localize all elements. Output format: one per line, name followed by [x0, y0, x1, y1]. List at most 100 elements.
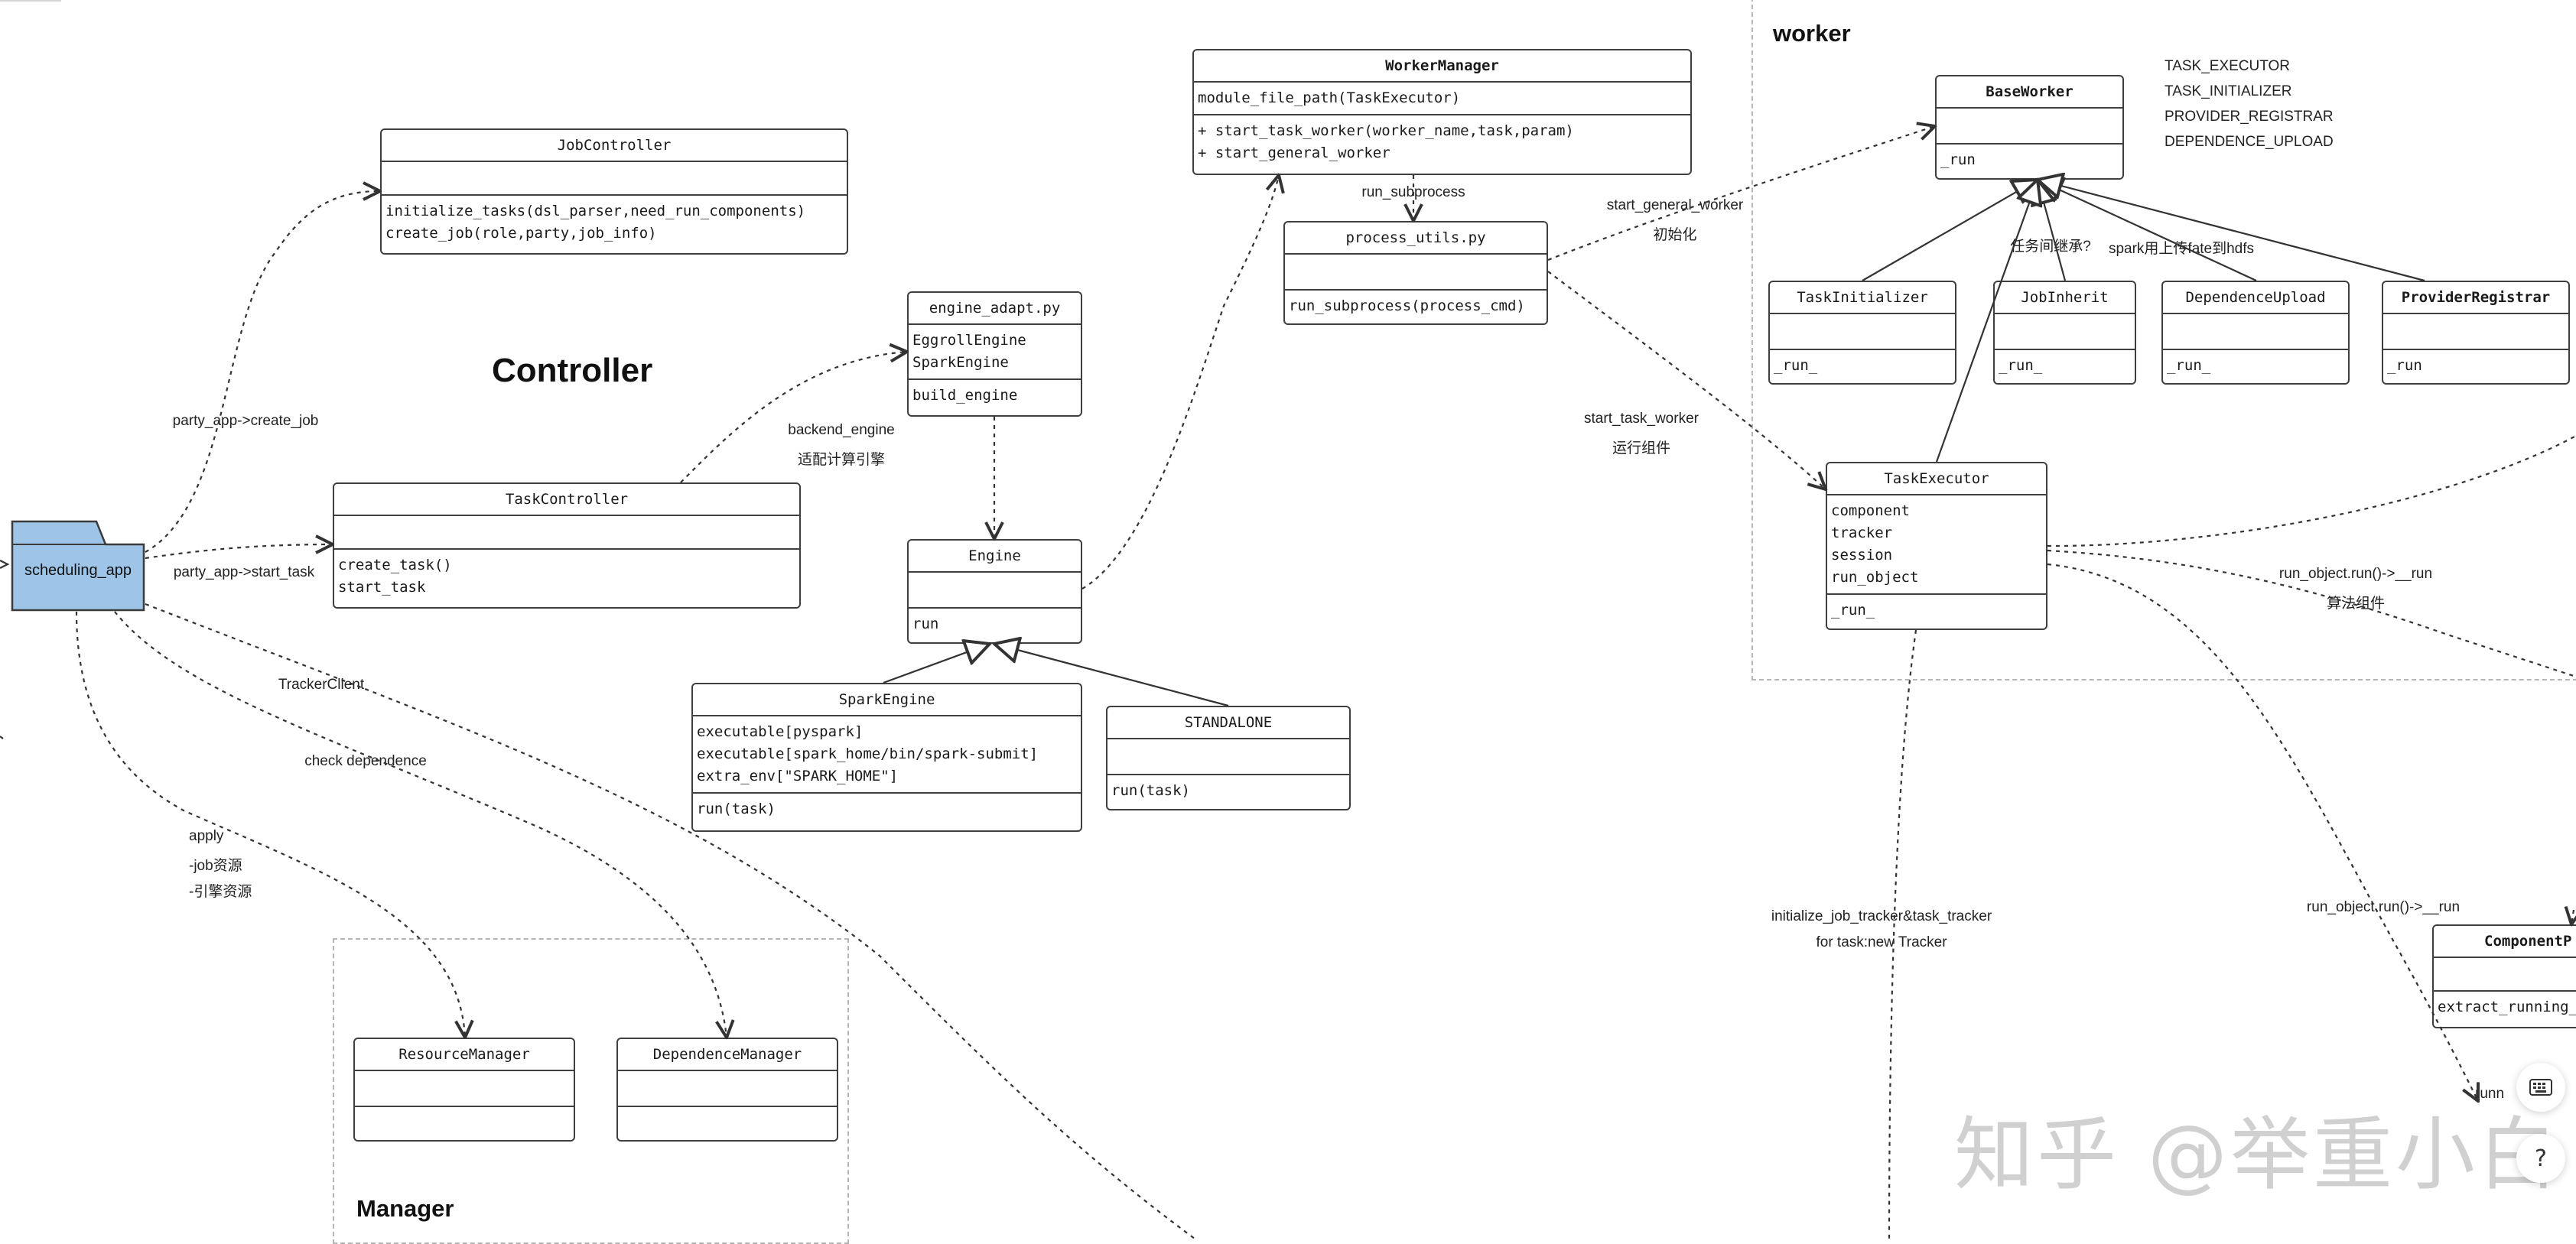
method: extract_running_ — [2438, 999, 2576, 1015]
class-title: Engine — [909, 541, 1081, 573]
attribute: extra_env["SPARK_HOME"] — [697, 768, 899, 784]
edge-label-init-tracker: initialize_job_tracker&task_tracker — [1771, 908, 1992, 924]
component-provider-class[interactable]: ComponentP extract_running_ — [2432, 924, 2576, 1028]
edge-stub-left-2 — [0, 736, 4, 739]
provider-registrar-class[interactable]: ProviderRegistrar _run — [2382, 281, 2570, 385]
legend-item: TASK_INITIALIZER — [2165, 83, 2292, 99]
class-title: TaskInitializer — [1770, 282, 1955, 314]
edge-label-tracker-client: TrackerClient — [278, 677, 365, 693]
class-methods: build_engine — [909, 380, 1081, 411]
keyboard-icon — [2529, 1079, 2552, 1096]
class-methods: _run_ — [1770, 350, 1955, 382]
method: _run_ — [1831, 602, 1875, 619]
class-methods: run — [909, 609, 1081, 640]
standalone-class[interactable]: STANDALONE run(task) — [1106, 706, 1351, 810]
method: run(task) — [1111, 782, 1190, 799]
attribute: EggrollEngine — [912, 332, 1026, 349]
class-methods: extract_running_ — [2434, 992, 2576, 1023]
dependence-upload-class[interactable]: DependenceUpload _run_ — [2161, 281, 2350, 385]
class-attributes — [1770, 314, 1955, 350]
task-initializer-class[interactable]: TaskInitializer _run_ — [1768, 281, 1956, 385]
scheduling-app-node[interactable]: scheduling_app — [11, 518, 145, 612]
method: create_task() — [338, 557, 452, 573]
edge-engine-to-worker-manager — [1081, 175, 1279, 590]
method: _run_ — [2167, 357, 2211, 374]
attribute: session — [1831, 547, 1893, 564]
class-title: process_utils.py — [1285, 222, 1547, 255]
method: + start_task_worker(worker_name,task,par… — [1198, 122, 1574, 139]
edge-label-inherit: 任务间继承? — [2010, 239, 2091, 255]
edge-label-backend-engine-cn: 适配计算引擎 — [797, 452, 886, 468]
method: run(task) — [697, 801, 776, 817]
method: initialize_tasks(dsl_parser,need_run_com… — [385, 203, 806, 219]
process-utils-module[interactable]: process_utils.py run_subprocess(process_… — [1283, 221, 1548, 325]
dependence-manager-class[interactable]: DependenceManager — [616, 1038, 838, 1142]
edge-label-backend-engine: backend_engine — [788, 422, 895, 438]
class-title: ComponentP — [2434, 926, 2576, 958]
edge-label-check-dependence: check dependence — [304, 753, 427, 769]
edge-component-p-in — [2571, 910, 2574, 924]
folder-icon — [11, 520, 145, 612]
class-attributes — [1995, 314, 2135, 350]
edge-label-apply: apply — [189, 828, 224, 844]
task-executor-class[interactable]: TaskExecutor component tracker session r… — [1826, 462, 2047, 630]
edge-label-run-object-2: run_object.run()->__run — [2306, 899, 2461, 915]
manager-heading: Manager — [356, 1195, 454, 1222]
base-worker-class[interactable]: BaseWorker _run — [1935, 75, 2124, 180]
class-title: DependenceUpload — [2163, 282, 2348, 314]
worker-type-legend: TASK_EXECUTOR TASK_INITIALIZER PROVIDER_… — [2165, 54, 2334, 154]
spark-engine-class[interactable]: SparkEngine executable[pyspark] executab… — [691, 683, 1082, 832]
method: _run — [1940, 151, 1976, 168]
class-methods: _run_ — [2163, 350, 2348, 382]
edge-label-start-task-worker-cn: 运行组件 — [1612, 440, 1671, 456]
class-methods: _run — [2383, 350, 2568, 382]
method: _run_ — [1774, 357, 1818, 374]
edge-label-run-object: run_object.run()->__run — [2278, 566, 2433, 582]
help-button[interactable]: ? — [2516, 1134, 2565, 1183]
method: create_job(role,party,job_info) — [385, 225, 657, 242]
class-title: ResourceManager — [355, 1039, 574, 1071]
method: run_subprocess(process_cmd) — [1289, 297, 1525, 314]
class-title: TaskController — [334, 484, 799, 516]
class-attributes: executable[pyspark] executable[spark_hom… — [693, 716, 1081, 794]
worker-heading: worker — [1773, 20, 1851, 47]
edge-stub-left — [0, 560, 10, 569]
attribute: SparkEngine — [912, 354, 1009, 371]
attribute: module_file_path(TaskExecutor) — [1198, 89, 1461, 106]
method: + start_general_worker — [1198, 145, 1390, 161]
help-icon: ? — [2535, 1145, 2547, 1172]
keyboard-shortcuts-button[interactable] — [2516, 1063, 2565, 1112]
attribute: executable[spark_home/bin/spark-submit] — [697, 745, 1039, 762]
class-title: SparkEngine — [693, 684, 1081, 716]
edge-label-create-job: party_app->create_job — [172, 413, 319, 429]
class-methods: initialize_tasks(dsl_parser,need_run_com… — [382, 196, 847, 249]
class-attributes — [2163, 314, 2348, 350]
engine-adapt-module[interactable]: engine_adapt.py EggrollEngine SparkEngin… — [907, 291, 1082, 417]
class-attributes — [618, 1071, 837, 1107]
attribute: run_object — [1831, 569, 1919, 586]
watermark: 知乎 @举重小白 — [1954, 1108, 2561, 1201]
resource-manager-class[interactable]: ResourceManager — [353, 1038, 575, 1142]
job-inherit-class[interactable]: JobInherit _run_ — [1993, 281, 2136, 385]
class-attributes — [909, 573, 1081, 609]
scheduling-app-label: scheduling_app — [24, 562, 132, 579]
task-controller-class[interactable]: TaskController create_task() start_task — [333, 482, 801, 609]
class-title: BaseWorker — [1937, 76, 2122, 109]
top-divider — [0, 0, 61, 2]
method: build_engine — [912, 387, 1018, 404]
class-attributes — [1285, 255, 1547, 291]
edge-label-spark-hdfs: spark用上传fate到hdfs — [2108, 241, 2255, 257]
class-title: WorkerManager — [1194, 50, 1690, 83]
method: start_task — [338, 579, 426, 596]
edge-label-start-task: party_app->start_task — [173, 564, 315, 580]
engine-class[interactable]: Engine run — [907, 539, 1082, 644]
edge-start-task — [145, 544, 333, 560]
job-controller-class[interactable]: JobController initialize_tasks(dsl_parse… — [380, 128, 848, 255]
class-methods — [355, 1107, 574, 1140]
class-title: TaskExecutor — [1827, 463, 2046, 495]
worker-manager-class[interactable]: WorkerManager module_file_path(TaskExecu… — [1192, 49, 1692, 175]
class-attributes — [382, 162, 847, 196]
class-attributes — [1107, 739, 1349, 775]
edge-label-new-tracker: for task:new Tracker — [1816, 934, 1947, 950]
